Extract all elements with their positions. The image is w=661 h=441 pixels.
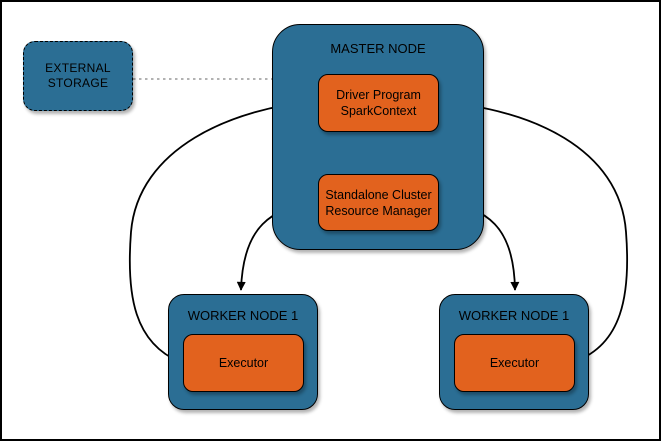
- driver-program-label-line1: Driver Program: [336, 88, 421, 102]
- resource-manager-box: Standalone Cluster Resource Manager: [318, 174, 439, 231]
- master-node: MASTER NODE Driver Program SparkContext …: [272, 24, 484, 250]
- executor-right-label: Executor: [489, 356, 540, 370]
- master-node-title: MASTER NODE: [330, 41, 426, 56]
- driver-program-box: Driver Program SparkContext: [318, 74, 439, 132]
- executor-left-label: Executor: [218, 356, 269, 370]
- worker-node-right: WORKER NODE 1 Executor: [439, 294, 589, 410]
- worker-right-title: WORKER NODE 1: [458, 308, 570, 323]
- executor-right-box: Executor: [454, 334, 575, 392]
- external-storage-node: EXTERNAL STORAGE: [23, 41, 133, 111]
- external-storage-label-line2: STORAGE: [47, 76, 109, 90]
- driver-program-label-line2: SparkContext: [340, 104, 417, 118]
- worker-left-title: WORKER NODE 1: [187, 308, 299, 323]
- resource-manager-label-line2: Resource Manager: [325, 203, 432, 218]
- executor-left-box: Executor: [183, 334, 304, 392]
- external-storage-label-line1: EXTERNAL: [45, 61, 111, 75]
- worker-node-left: WORKER NODE 1 Executor: [168, 294, 318, 410]
- resource-manager-label-line1: Standalone Cluster: [325, 187, 432, 202]
